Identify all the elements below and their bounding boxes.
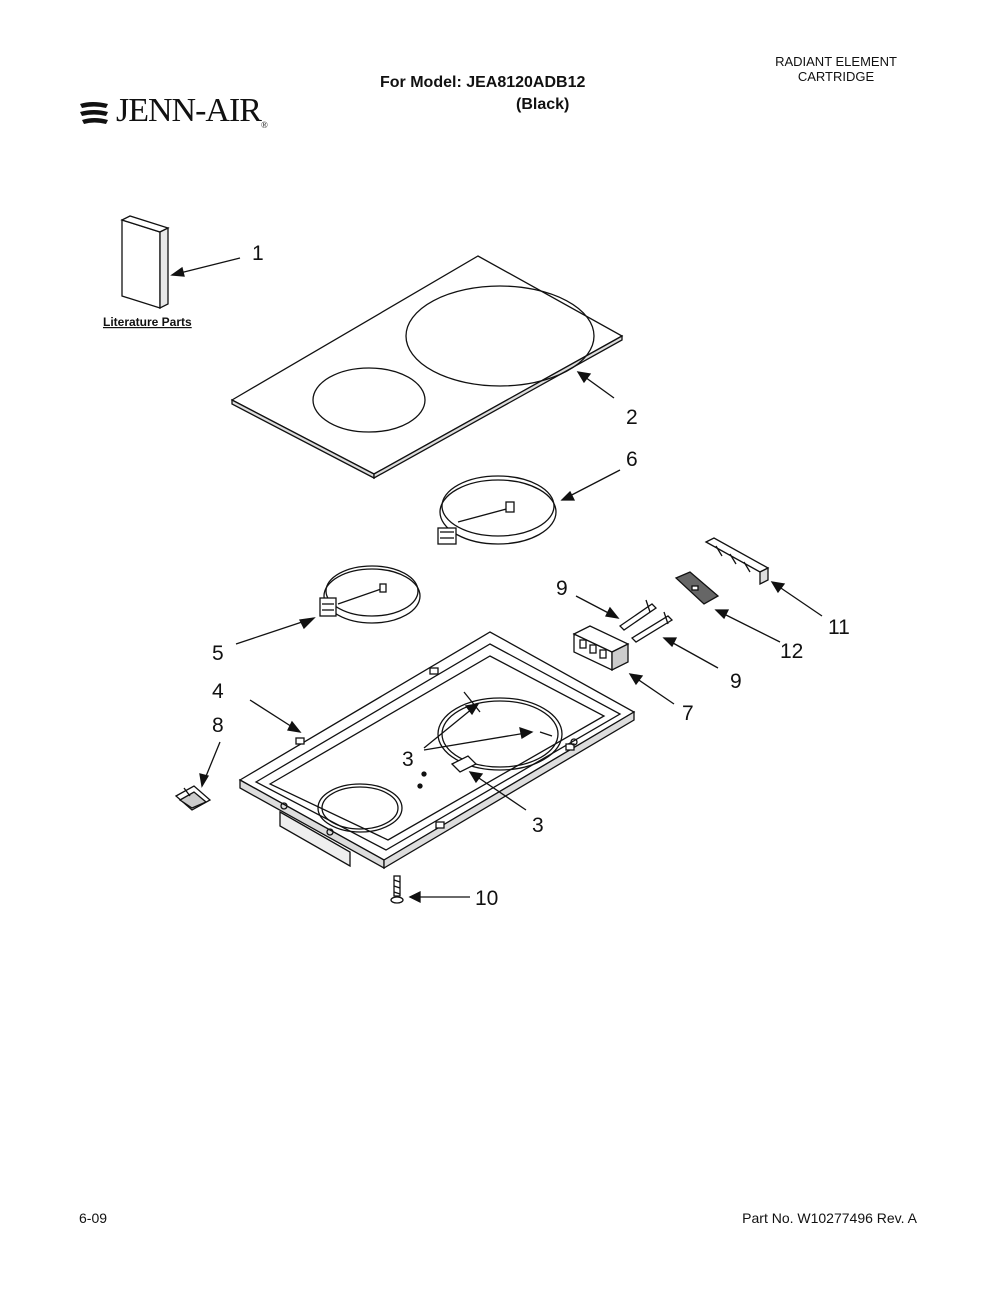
callout-11: 11 [828,616,850,639]
callout-9-upper: 9 [556,577,568,600]
leader-3a-upper [423,703,479,749]
callout-2: 2 [626,406,638,429]
model-heading: For Model: JEA8120ADB12 (Black) [380,74,620,114]
terminal-part-lower [630,611,674,643]
mounting-plate-part [674,571,720,605]
callout-3-left: 3 [402,748,414,771]
callout-12: 12 [780,640,803,663]
small-radiant-element-part [319,565,421,624]
section-title-line-1: RADIANT ELEMENT [775,54,897,69]
leader-12 [715,609,781,643]
leader-3a-right [423,731,533,751]
logo-text: JENN-AIR® [116,92,268,130]
footer-date: 6-09 [79,1210,108,1226]
callout-3-right: 3 [532,814,544,837]
glass-cooktop-part [230,255,624,480]
callout-10: 10 [475,887,498,910]
section-title-line-2: CARTRIDGE [797,69,875,84]
callout-5: 5 [212,642,224,665]
literature-booklet-part [120,215,170,310]
large-radiant-element-part [437,475,557,545]
jenn-air-swirl-icon [80,102,108,124]
model-line-1: For Model: JEA8120ADB12 [380,74,586,91]
jenn-air-logo: JENN-AIR® [78,92,288,134]
switch-block-part [572,625,630,672]
burner-box-part [238,631,636,870]
model-line-2: (Black) [516,96,570,113]
footer-part-number: Part No. W10277496 Rev. A [742,1210,917,1226]
terminal-part-upper [618,599,658,631]
callout-4: 4 [212,680,224,703]
literature-parts-label: Literature Parts [103,315,192,329]
callout-9-lower: 9 [730,670,742,693]
callout-1: 1 [252,242,264,265]
clip-part [174,785,212,811]
screw-part [390,875,404,904]
callout-6: 6 [626,448,638,471]
callout-7: 7 [682,702,694,725]
terminal-bracket-part [704,537,770,586]
callout-8: 8 [212,714,224,737]
section-title: RADIANT ELEMENT CARTRIDGE [756,54,916,84]
